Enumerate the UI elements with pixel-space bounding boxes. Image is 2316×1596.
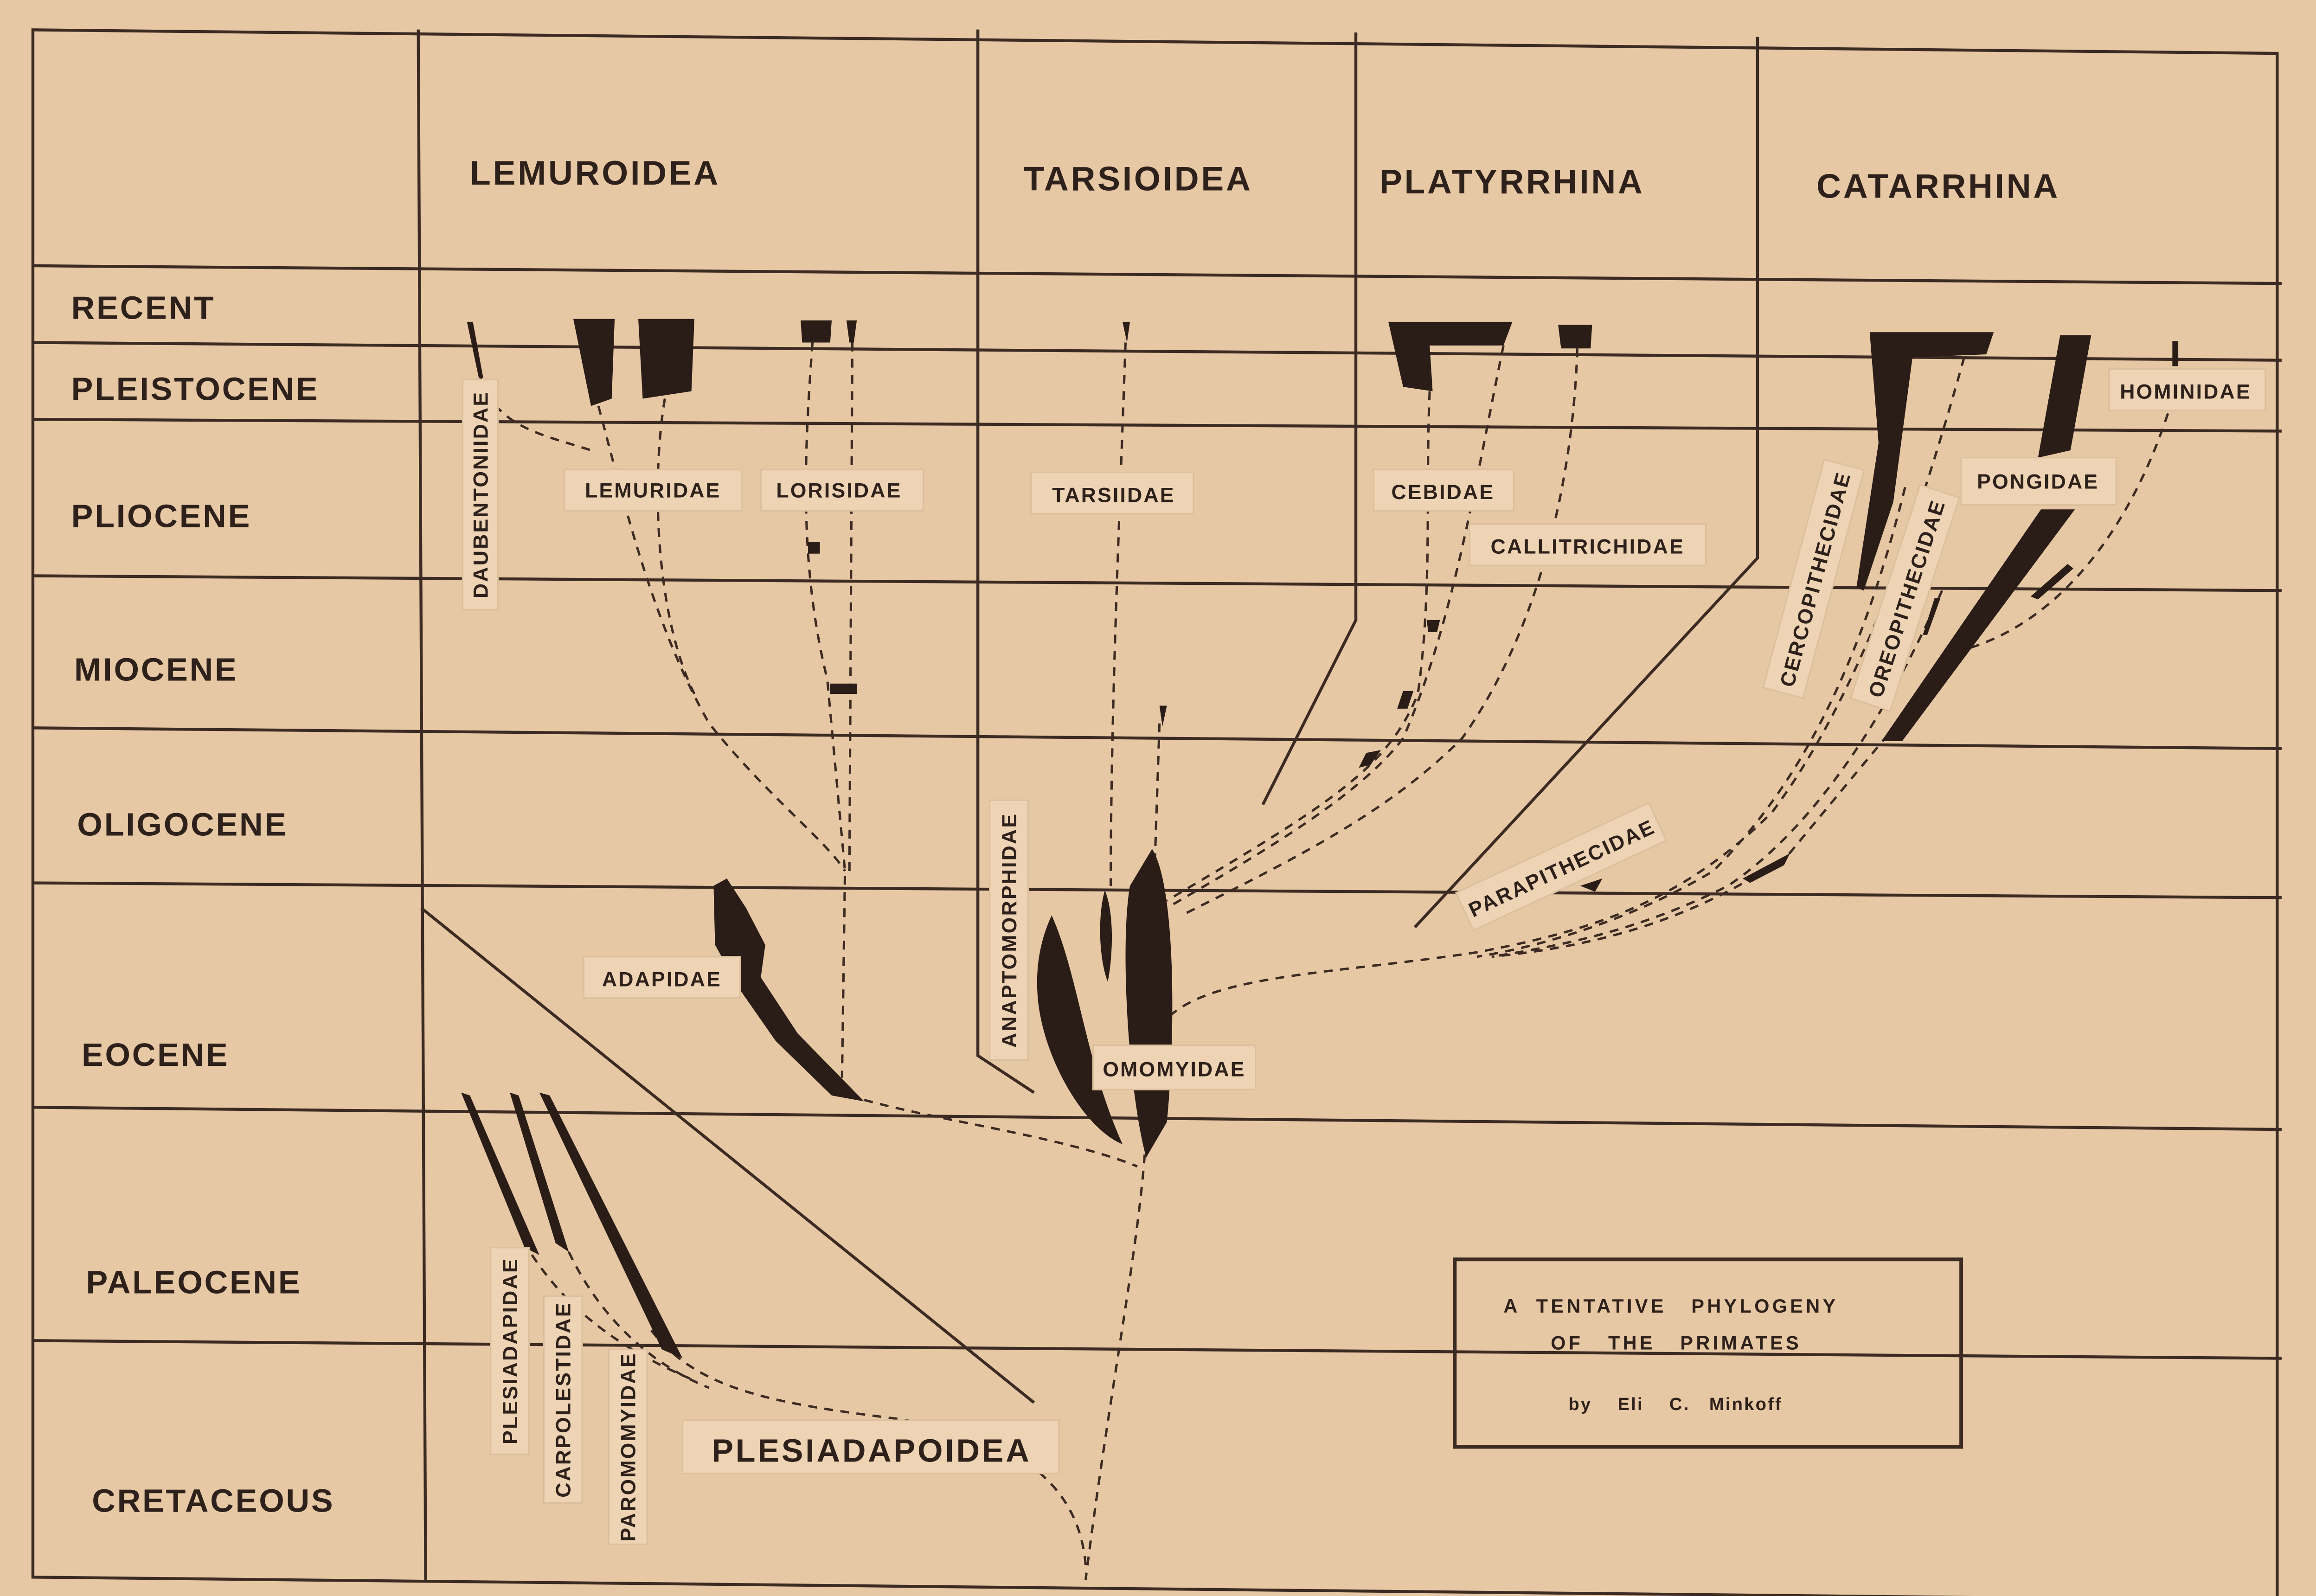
epoch-eocene: EOCENE [82,1037,230,1073]
tarsioidea-boundary [976,29,1035,1094]
plesiadapidae-range [461,1092,539,1255]
epoch-cretaceous: CRETACEOUS [92,1483,334,1519]
label-paromomyidae: PAROMOMYIDAE [617,1352,640,1542]
lorisidae-fossil [830,683,857,694]
omomyid-branch [1100,890,1112,982]
label-adapidae: ADAPIDAE [602,968,722,991]
tarsiidae-range [1123,321,1130,343]
title-line-1: A TENTATIVE PHYLOGENY [1503,1295,1838,1317]
label-cebidae: CEBIDAE [1391,481,1495,504]
taxon-ranges [461,319,2179,1359]
lemuridae-range-1 [573,319,615,406]
label-pongidae: PONGIDAE [1977,471,2099,494]
lorisidae-range-2 [846,320,857,343]
label-omomyidae: OMOMYIDAE [1103,1058,1245,1081]
label-tarsiidae: TARSIIDAE [1052,484,1175,506]
author-line: by Eli C. Minkoff [1568,1394,1782,1414]
epoch-line [32,417,2282,433]
label-hominidae: HOMINIDAE [2120,380,2252,403]
title-line-2: OF THE PRIMATES [1551,1332,1802,1353]
pongidae-range-upper [2038,335,2091,458]
daubentoniidae-range [467,321,483,378]
outer-border [31,28,2279,1596]
header-catarrhina: CATARRHINA [1816,167,2060,205]
callitrichidae-range [1558,325,1592,349]
label-daubentoniidae: DAUBENTONIIDAE [469,391,492,598]
family-labels: DAUBENTONIIDAE LEMURIDAE LORISIDAE TARSI… [462,368,2266,1545]
label-carpolestidae: CARPOLESTIDAE [552,1301,575,1498]
epoch-oligocene: OLIGOCENE [77,807,288,843]
lorisidae-fossil [808,542,820,554]
epoch-column-divider [417,29,427,1583]
label-plesiadapoidea: PLESIADAPOIDEA [712,1432,1031,1468]
epoch-line [32,1339,2282,1360]
header-lemuroidea: LEMUROIDEA [470,154,720,192]
paromomyidae-range [539,1092,683,1359]
lemuridae-range-2 [638,319,694,399]
plesiadapoidea-boundary [420,907,1035,1404]
epoch-miocene: MIOCENE [74,651,238,687]
header-tarsioidea: TARSIOIDEA [1024,160,1253,198]
epoch-line [32,264,2282,285]
cebidae-range [1388,321,1513,391]
label-anaptomorphidae: ANAPTOMORPHIDAE [998,813,1021,1048]
epoch-line [32,574,2282,592]
cercopithecidae-range [1856,332,1994,591]
hominidae-range [2172,341,2179,366]
label-plesiadapidae: PLESIADAPIDAE [499,1257,522,1444]
label-parapithecidae: PARAPITHECIDAE [1465,815,1659,922]
pongidae-range-lower [1881,509,2075,741]
omomyidae-range [1125,849,1173,1158]
epoch-pleistocene: PLEISTOCENE [71,371,320,407]
carpolestidae-range [510,1092,569,1252]
tarsiid-fossil [1159,705,1167,727]
label-lorisidae: LORISIDAE [776,480,902,502]
header-platyrrhina: PLATYRRHINA [1379,163,1645,201]
grid [31,28,2282,1596]
epoch-pliocene: PLIOCENE [71,498,251,534]
adapidae-range [713,878,865,1102]
label-lemuridae: LEMURIDAE [585,480,721,502]
lorisidae-range-1 [801,320,832,343]
catarrhina-boundary [1414,37,1759,929]
epoch-paleocene: PALEOCENE [86,1264,302,1300]
label-callitrichidae: CALLITRICHIDAE [1491,536,1685,558]
platyrrhina-boundary [1261,32,1358,806]
epoch-line [32,726,2282,750]
epoch-recent: RECENT [71,290,216,326]
title-box: A TENTATIVE PHYLOGENY OF THE PRIMATES by… [1453,1257,1963,1449]
anaptomorphidae-range [1037,915,1123,1144]
